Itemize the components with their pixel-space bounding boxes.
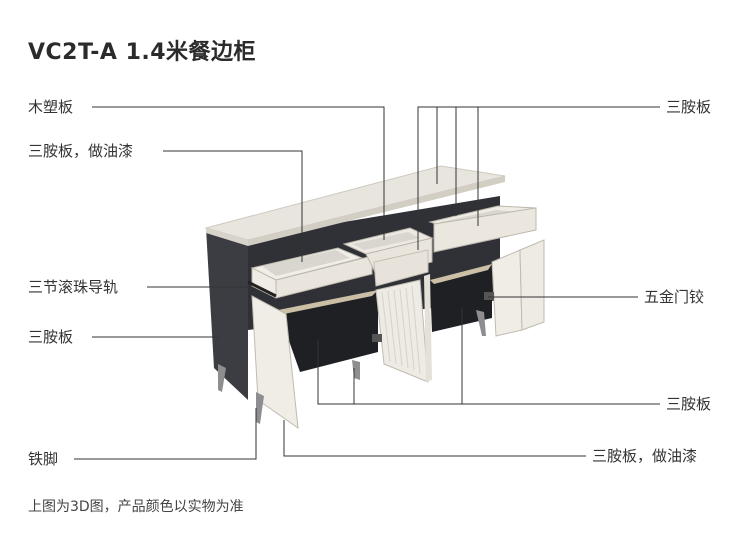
slide-rail-mark: [247, 280, 277, 298]
right-door-edge: [424, 274, 432, 382]
label-hinge: 五金门铰: [644, 288, 705, 306]
drawer-3-front: [433, 207, 537, 253]
right-door-2: [519, 239, 545, 331]
top-edge-side: [248, 176, 505, 246]
footnote: 上图为3D图，产品颜色以实物为准: [28, 499, 244, 515]
label-melamine-bottom-right: 三胺板: [666, 395, 712, 413]
middle-door-flutes: [381, 285, 421, 375]
hinge-right: [484, 292, 494, 300]
label-melamine-lacquer-bottom: 三胺板，做油漆: [592, 447, 698, 465]
label-iron-leg: 铁脚: [28, 450, 59, 468]
leader-lines: [74, 106, 660, 460]
right-door-1: [491, 249, 523, 337]
leg-back-right: [476, 310, 486, 336]
left-compartment: [278, 290, 378, 372]
drawer-2-inside: [352, 232, 420, 250]
middle-door: [375, 279, 429, 383]
cabinet-illustration: [204, 165, 545, 430]
label-melamine-lacquer-top: 三胺板，做油漆: [28, 142, 134, 160]
leg-front-mid: [256, 392, 264, 424]
page-title: VC2T-A 1.4米餐边柜: [28, 40, 257, 65]
left-shelf: [278, 290, 378, 314]
drawer-1-inside: [262, 250, 350, 276]
right-shelf: [430, 264, 492, 284]
hinge-left: [372, 334, 382, 342]
label-melamine-left: 三胺板: [28, 328, 74, 346]
label-melamine-top-right: 三胺板: [666, 98, 712, 116]
drawer-1-side: [275, 255, 373, 299]
label-wood-panel: 木塑板: [28, 98, 74, 116]
top-edge-front: [206, 228, 248, 246]
leg-back-mid: [352, 360, 360, 380]
label-slide-rail: 三节滚珠导轨: [28, 278, 119, 296]
fluted-strip: [373, 249, 429, 287]
left-door: [251, 295, 299, 430]
cabinet-left-side: [206, 228, 248, 400]
leg-front-left: [218, 364, 226, 392]
